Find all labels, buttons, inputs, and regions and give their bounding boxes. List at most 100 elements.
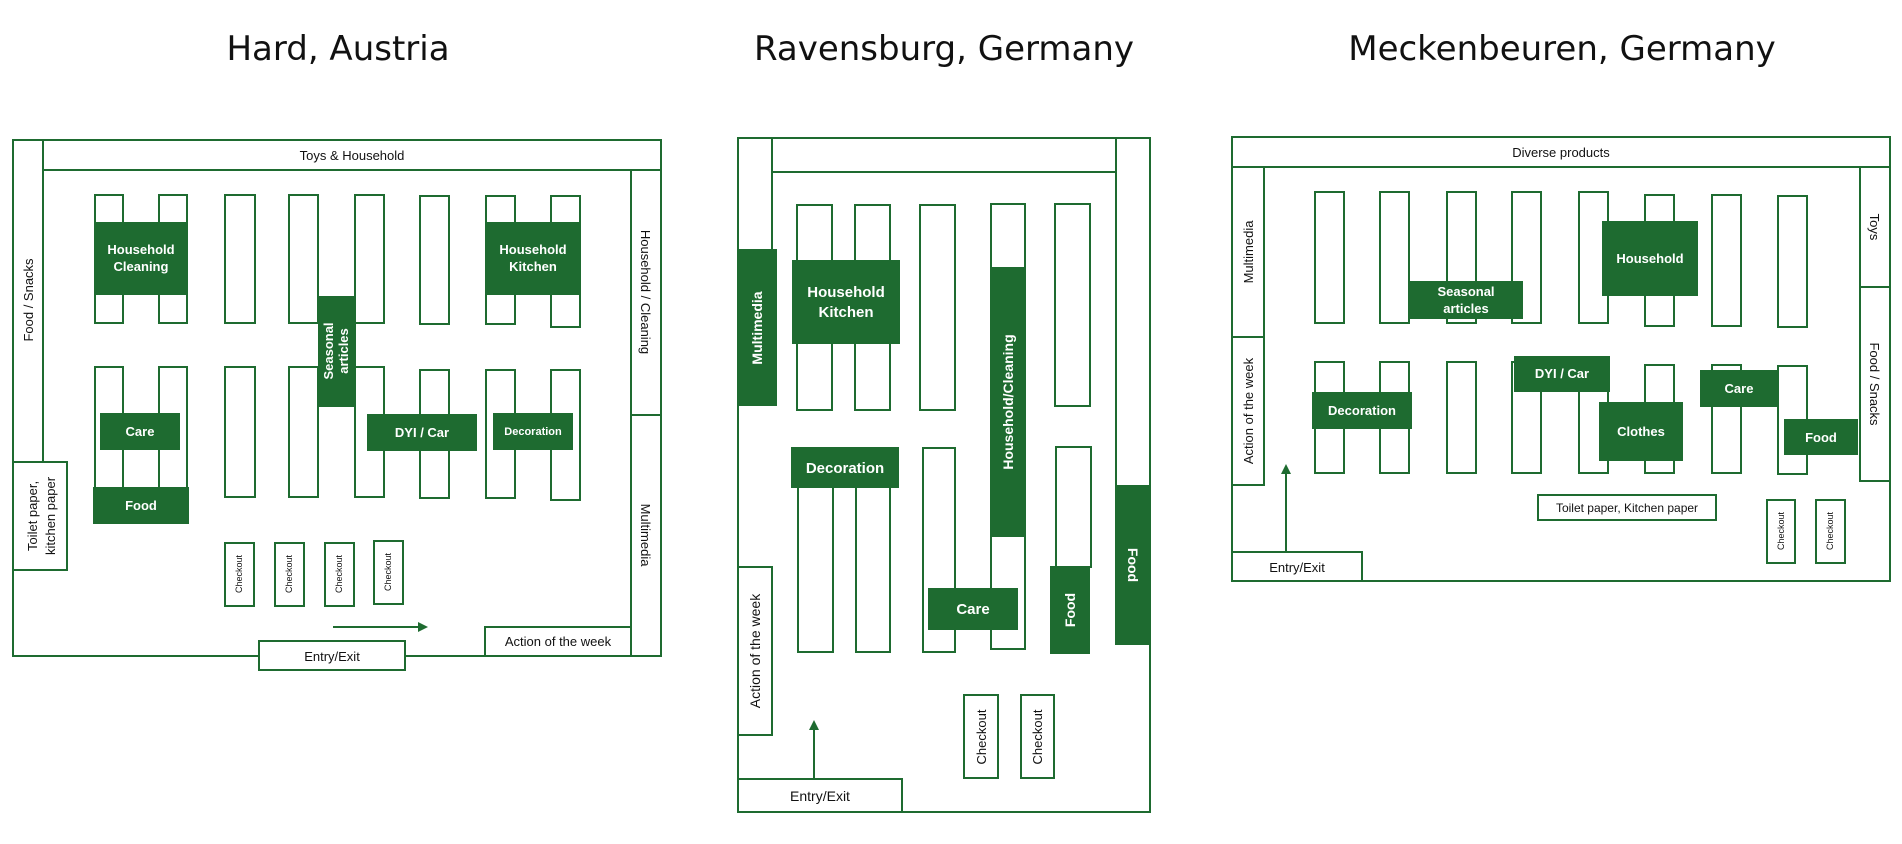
checkout [1815,499,1846,564]
zone-label: kitchen paper [43,476,58,555]
section-label: Decoration [806,460,884,477]
shelf [1711,194,1742,327]
section-household [1602,221,1698,296]
store-title-hard: Hard, Austria [226,29,449,69]
zone-label: Diverse products [1512,145,1610,160]
section-label: Kitchen [818,304,873,321]
section-decoration [1312,392,1412,429]
checkout-label: Checkout [1825,511,1835,550]
section-label: DYI / Car [395,425,449,440]
section-food [1784,419,1858,455]
zone-label: Toilet paper, [25,481,40,551]
section-label: Care [126,424,155,439]
section-label: Food [125,498,157,513]
section-label: articles [1443,301,1489,316]
arrow-head [809,720,819,730]
section-seasonal-articles [1410,281,1523,319]
store-title-ravensburg: Ravensburg, Germany [754,29,1134,69]
section-household-kitchen [792,260,900,344]
zone-multimedia [1231,166,1265,338]
section-dyi-car [367,414,477,451]
store-meckenbeuren: Meckenbeuren, Germany Diverse products M… [1231,29,1891,582]
section-household-cleaning [990,267,1026,537]
zone-food-snacks [1859,286,1891,482]
zone-action-of-week [737,566,773,736]
zone-multimedia [630,414,662,657]
shelf [288,366,319,498]
checkout [324,542,355,607]
zone-household-cleaning [630,169,662,416]
store-hard: Hard, Austria Toys & Household Food / Sn… [12,29,662,671]
shelf [919,204,956,411]
zone-toys-household [42,139,662,171]
section-food [1050,566,1090,654]
checkout-label: Checkout [1776,511,1786,550]
section-label: Care [1725,381,1754,396]
shelf [1314,191,1345,324]
section-label: articles [336,328,351,374]
zone-label: Toys & Household [300,148,405,163]
section-clothes [1599,402,1683,461]
checkout-label: Checkout [334,554,344,593]
zone-toys [1859,166,1891,288]
shelf [1777,195,1808,328]
checkout [1020,694,1055,779]
section-care [100,413,180,450]
checkout-label: Checkout [284,554,294,593]
shelf [1055,446,1092,568]
zone-toilet-paper [1537,494,1717,521]
zone-left-upper [737,137,773,251]
section-label: Household [107,242,174,257]
section-care [1700,370,1779,407]
section-label: Decoration [504,426,562,438]
entry-exit[interactable] [1231,551,1363,582]
checkout-label: Checkout [383,552,393,591]
section-label: Seasonal [1437,284,1494,299]
zone-label: Action of the week [747,593,763,708]
section-label: Household/Cleaning [1000,334,1016,469]
store-ravensburg: Ravensburg, Germany Multimedia Action of… [737,29,1151,813]
zone-label: Food [1125,548,1141,582]
entry-exit[interactable] [258,640,406,671]
section-food [93,487,189,524]
zone-multimedia [737,249,777,406]
section-label: Kitchen [509,259,557,274]
entry-exit-label: Entry/Exit [790,788,850,804]
zone-diverse-products [1231,136,1891,168]
zone-food [1115,485,1151,645]
zone-label: Multimedia [1241,220,1256,284]
section-label: Food [1805,430,1837,445]
zone-label: Multimedia [749,291,765,364]
shelf [354,194,385,324]
zone-right-upper [1115,137,1151,487]
zone-label: Food / Snacks [21,258,36,342]
checkout [224,542,255,607]
checkout [963,694,999,779]
entry-exit[interactable] [737,778,903,813]
shelf [288,194,319,324]
shelf [1446,361,1477,474]
section-household-kitchen [485,222,581,295]
checkout [373,540,404,605]
entry-exit-label: Entry/Exit [304,649,360,664]
section-label: Decoration [1328,403,1396,418]
section-label: Clothes [1617,424,1665,439]
section-label: Household [499,242,566,257]
zone-label: Toys [1867,214,1882,241]
arrow-head [1281,464,1291,474]
section-household-cleaning [94,222,188,295]
shelf [797,469,834,653]
zone-label: Multimedia [638,504,653,568]
shelf [855,469,891,653]
checkout [1766,499,1796,564]
section-label: Seasonal [321,322,336,379]
checkout-label: Checkout [234,554,244,593]
zone-label: Household / Cleaning [638,230,653,354]
zone-label: Action of the week [1241,357,1256,464]
checkout-label: Checkout [974,709,989,764]
section-decoration [791,447,899,488]
zone-label: Action of the week [505,634,612,649]
section-label: Household [807,284,885,301]
zone-action-of-week [1231,336,1265,486]
